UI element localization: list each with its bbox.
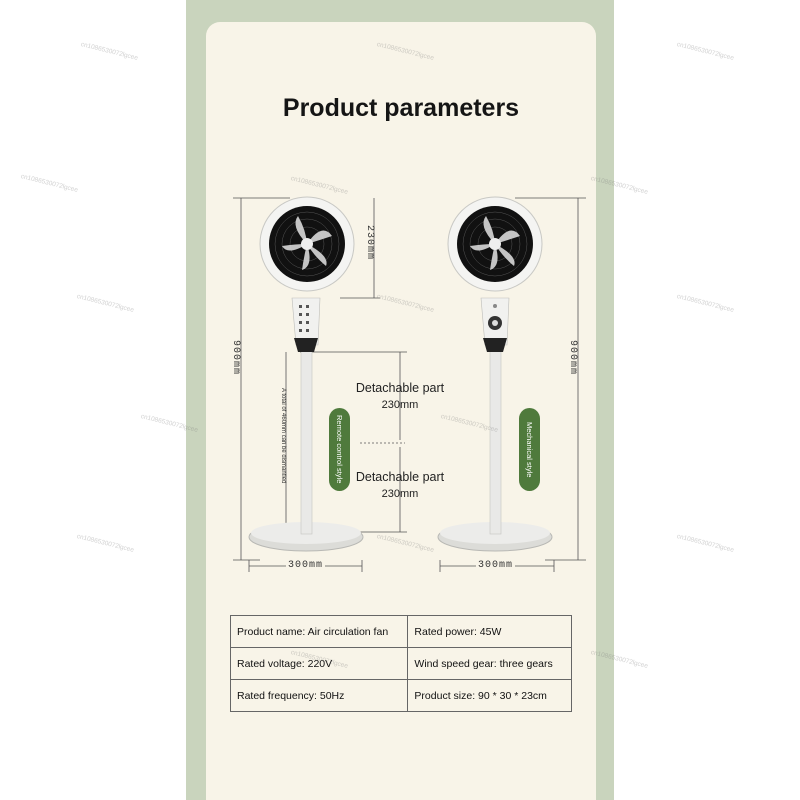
remote-control-style-badge: Remote control style [329, 408, 350, 491]
base-right-label: 300mm [476, 560, 516, 571]
table-row: Product name: Air circulation fan Rated … [229, 615, 572, 648]
detachable-part-title: Detachable part [355, 381, 445, 395]
base-left-label: 300mm [286, 560, 326, 571]
detachable-part-lower: Detachable part 230mm [320, 470, 480, 500]
detachable-part-size: 230mm [381, 399, 419, 411]
spec-cell: Product name: Air circulation fan [229, 615, 409, 648]
spec-table: Product name: Air circulation fan Rated … [229, 615, 572, 712]
spec-cell: Rated frequency: 50Hz [229, 679, 409, 712]
detachable-part-size: 230mm [381, 488, 419, 500]
spec-cell: Rated voltage: 220V [229, 647, 409, 680]
spec-cell: Wind speed gear: three gears [407, 647, 572, 680]
product-card [206, 22, 596, 602]
mechanical-style-badge: Mechanical style [519, 408, 540, 491]
left-fan [248, 196, 364, 552]
right-fan [437, 196, 553, 552]
spec-cell: Product size: 90 * 30 * 23cm [407, 679, 572, 712]
height-left-label: 900mm [230, 340, 241, 376]
table-row: Rated frequency: 50Hz Product size: 90 *… [229, 679, 572, 712]
dismantle-note: A total of 460mm can be dismantled [280, 388, 286, 484]
detachable-part-upper: Detachable part 230mm [320, 381, 480, 411]
head-diameter-label: 230mm [364, 225, 375, 261]
page-title: Product parameters [282, 94, 520, 122]
spec-cell: Rated power: 45W [407, 615, 572, 648]
table-row: Rated voltage: 220V Wind speed gear: thr… [229, 647, 572, 680]
detachable-part-title: Detachable part [355, 470, 445, 484]
height-right-label: 900mm [567, 340, 578, 376]
